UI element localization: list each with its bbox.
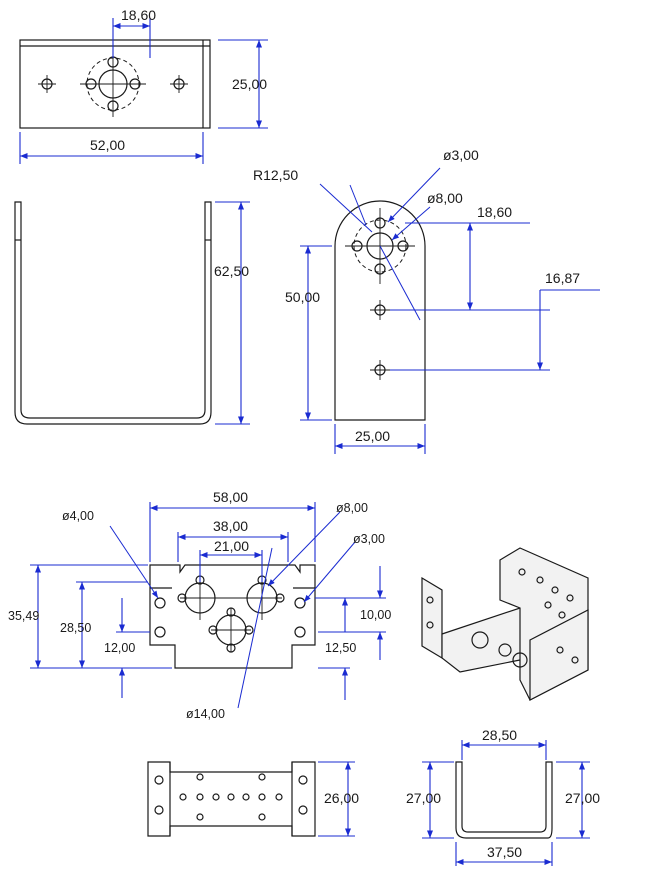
flat-view-hole — [294, 626, 306, 638]
leader-line — [303, 541, 356, 603]
iso-hole — [426, 621, 434, 629]
bottom-plate-hole — [227, 793, 235, 801]
flat-view-width-inner-label: 21,00 — [214, 538, 249, 554]
bottom-plate-hole — [258, 773, 266, 781]
top-view-outline — [19, 39, 211, 129]
bottom-plate-view: 26,00 — [147, 761, 359, 837]
flat-view: 58,00 38,00 21,00 ø4,00 ø8,00 ø3,00 ø14,… — [8, 489, 391, 721]
iso-hole — [426, 596, 434, 604]
top-view-length-label: 52,00 — [90, 137, 125, 153]
front-view-u-profile — [14, 201, 212, 425]
bottom-plate-hole — [154, 805, 164, 815]
iso-hole — [512, 652, 528, 668]
side-view-radius-label: R12,50 — [253, 167, 298, 183]
iso-hole — [544, 601, 552, 609]
bottom-plate-hole — [258, 813, 266, 821]
flat-view-height-low-label: 12,00 — [104, 641, 135, 655]
leader-line — [387, 167, 441, 223]
leader-line — [109, 525, 159, 599]
iso-hole — [518, 568, 526, 576]
u-side-view-profile — [455, 761, 553, 839]
flat-view-hole — [154, 626, 166, 638]
iso-left-flange — [421, 576, 443, 660]
leader-line — [349, 184, 367, 226]
bottom-plate-height-label: 26,00 — [324, 790, 359, 806]
flat-view-outline — [149, 564, 316, 669]
front-view-height-label: 62,50 — [214, 263, 249, 279]
leader-line — [237, 547, 273, 709]
bottom-plate-hole — [242, 793, 250, 801]
top-view: 18,60 25,00 52,00 — [19, 7, 268, 164]
bottom-plate-hole — [196, 773, 204, 781]
u-side-inner-width-label: 28,50 — [482, 727, 517, 743]
bottom-plate-hole — [298, 775, 308, 785]
u-side-outer-width-label: 37,50 — [487, 844, 522, 860]
top-view-width-label: 18,60 — [121, 7, 156, 23]
flat-view-hole-4-label: ø4,00 — [62, 509, 94, 523]
bottom-plate-hole — [196, 813, 204, 821]
side-view-width-label: 25,00 — [355, 428, 390, 444]
flat-view-width-outer-label: 58,00 — [213, 489, 248, 505]
iso-hole — [551, 586, 559, 594]
flat-view-hole — [294, 597, 306, 609]
leader-line — [319, 183, 373, 233]
flat-view-hole — [154, 597, 166, 609]
bottom-plate-hole — [298, 805, 308, 815]
top-view-height-label: 25,00 — [232, 76, 267, 92]
flat-view-height-total-label: 35,49 — [8, 609, 39, 623]
u-side-view: 28,50 27,00 27,00 37,50 — [406, 727, 600, 866]
iso-hole — [571, 656, 579, 664]
bottom-plate-hole — [154, 775, 164, 785]
iso-hole — [556, 646, 564, 654]
front-view: 62,50 — [14, 201, 250, 425]
flat-view-right-upper-label: 10,00 — [360, 608, 391, 622]
bottom-plate-outline — [147, 761, 316, 837]
iso-hole — [558, 611, 566, 619]
side-view: R12,50 ø3,00 ø8,00 18,60 16,87 50,00 25,… — [253, 147, 600, 454]
iso-hole — [536, 576, 544, 584]
leader-line — [267, 511, 341, 587]
flat-view-right-lower-label: 12,50 — [325, 641, 356, 655]
side-view-outline — [334, 200, 426, 421]
bottom-plate-hole — [179, 793, 187, 801]
u-side-left-height-label: 27,00 — [406, 790, 441, 806]
isometric-view — [421, 547, 589, 701]
side-view-pitch-label: 18,60 — [477, 204, 512, 220]
flat-view-width-mid-label: 38,00 — [213, 518, 248, 534]
side-view-offset-label: 16,87 — [545, 270, 580, 286]
bottom-plate-hole — [196, 793, 204, 801]
iso-hole — [498, 643, 512, 657]
flat-view-hole-14-label: ø14,00 — [186, 707, 225, 721]
side-view-hole-small-label: ø3,00 — [443, 147, 479, 163]
side-view-centerlines — [345, 208, 415, 380]
flat-view-hole-3-label: ø3,00 — [353, 532, 385, 546]
bottom-plate-hole — [212, 793, 220, 801]
side-view-height-label: 50,00 — [285, 289, 320, 305]
flat-view-height-mid-label: 28,50 — [60, 621, 91, 635]
flat-view-centerlines — [180, 576, 282, 652]
u-side-right-height-label: 27,00 — [565, 790, 600, 806]
iso-hole — [566, 594, 574, 602]
flat-view-hole-8-label: ø8,00 — [336, 501, 368, 515]
bottom-plate-hole — [275, 793, 283, 801]
iso-hole-large — [471, 631, 489, 649]
iso-right-wall — [529, 609, 589, 701]
leader-line — [379, 245, 421, 321]
side-view-hole-large-label: ø8,00 — [427, 190, 463, 206]
bottom-plate-hole — [258, 793, 266, 801]
top-view-centerlines — [38, 51, 188, 117]
